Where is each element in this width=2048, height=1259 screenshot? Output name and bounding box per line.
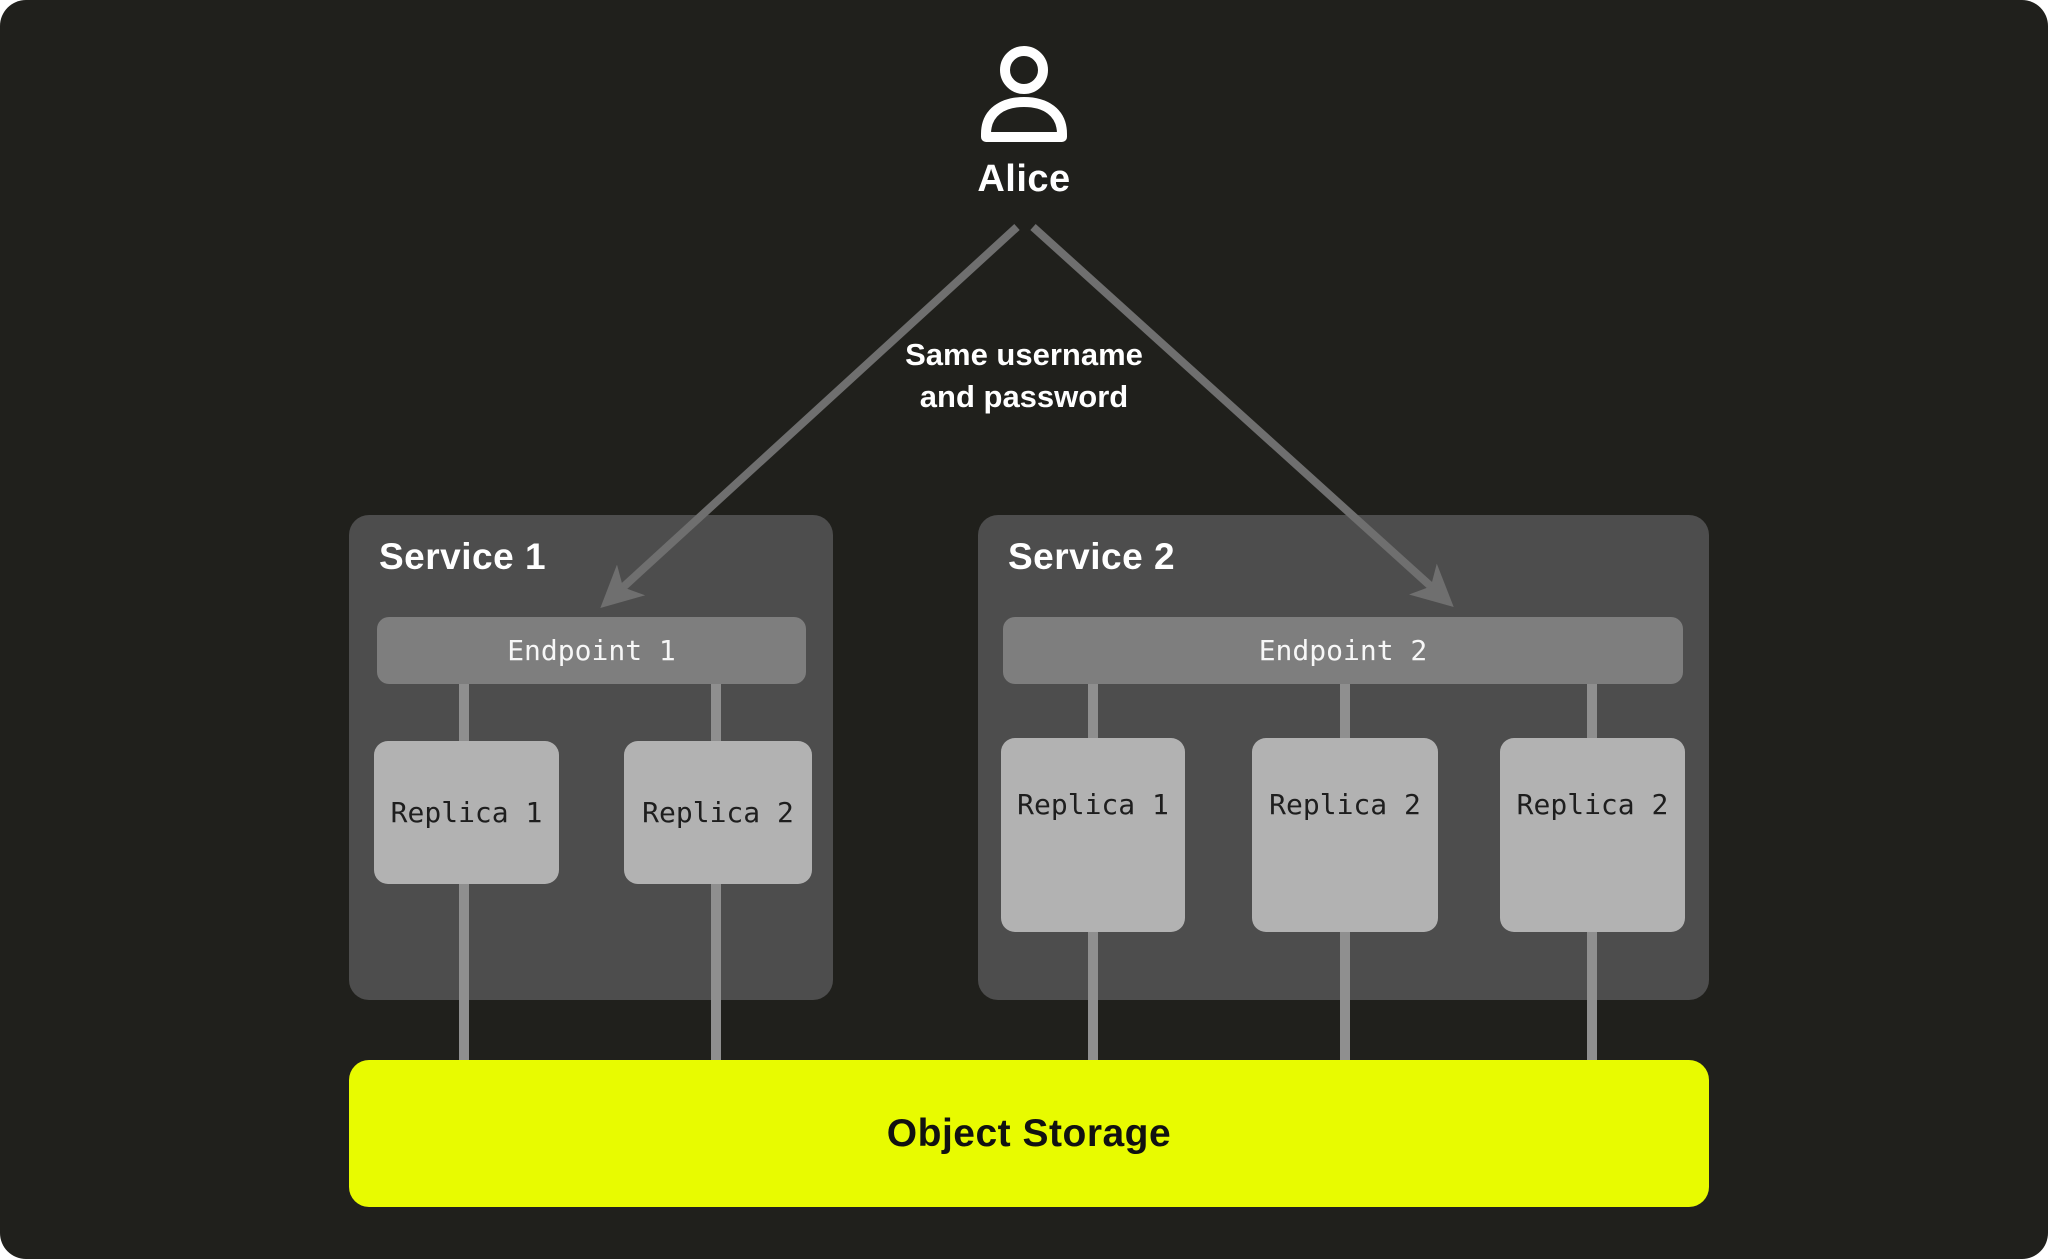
arrow-alice-to-endpoint-1 (600, 224, 1020, 609)
service-2-replica-1: Replica 1 (1001, 738, 1185, 932)
service-1-replica-1-label: Replica 1 (390, 796, 543, 829)
service-1-title: Service 1 (379, 536, 547, 577)
service-1-replica-1: Replica 1 (374, 741, 559, 884)
service-1-replica-2-label: Replica 2 (642, 796, 794, 829)
service-2-endpoint: Endpoint 2 (1003, 617, 1683, 684)
connection-note-line1: Same username (905, 337, 1143, 372)
connection-note-line2: and password (919, 379, 1129, 414)
service-1-replica-2: Replica 2 (624, 741, 812, 884)
service-2-title: Service 2 (1008, 536, 1176, 577)
service-2-replica-1-label: Replica 1 (1017, 788, 1169, 821)
service-2-replica-3-label: Replica 2 (1516, 788, 1669, 821)
connection-note: Same username and password (724, 334, 1324, 418)
user-name-label: Alice (977, 158, 1071, 200)
object-storage-bar: Object Storage (349, 1060, 1709, 1207)
person-icon (981, 46, 1067, 142)
service-2-replica-3: Replica 2 (1500, 738, 1685, 932)
service-2-replica-2: Replica 2 (1252, 738, 1438, 932)
service-2-replica-2-label: Replica 2 (1269, 788, 1421, 821)
arrow-alice-to-endpoint-2 (1030, 224, 1454, 607)
service-1-endpoint: Endpoint 1 (377, 617, 806, 684)
